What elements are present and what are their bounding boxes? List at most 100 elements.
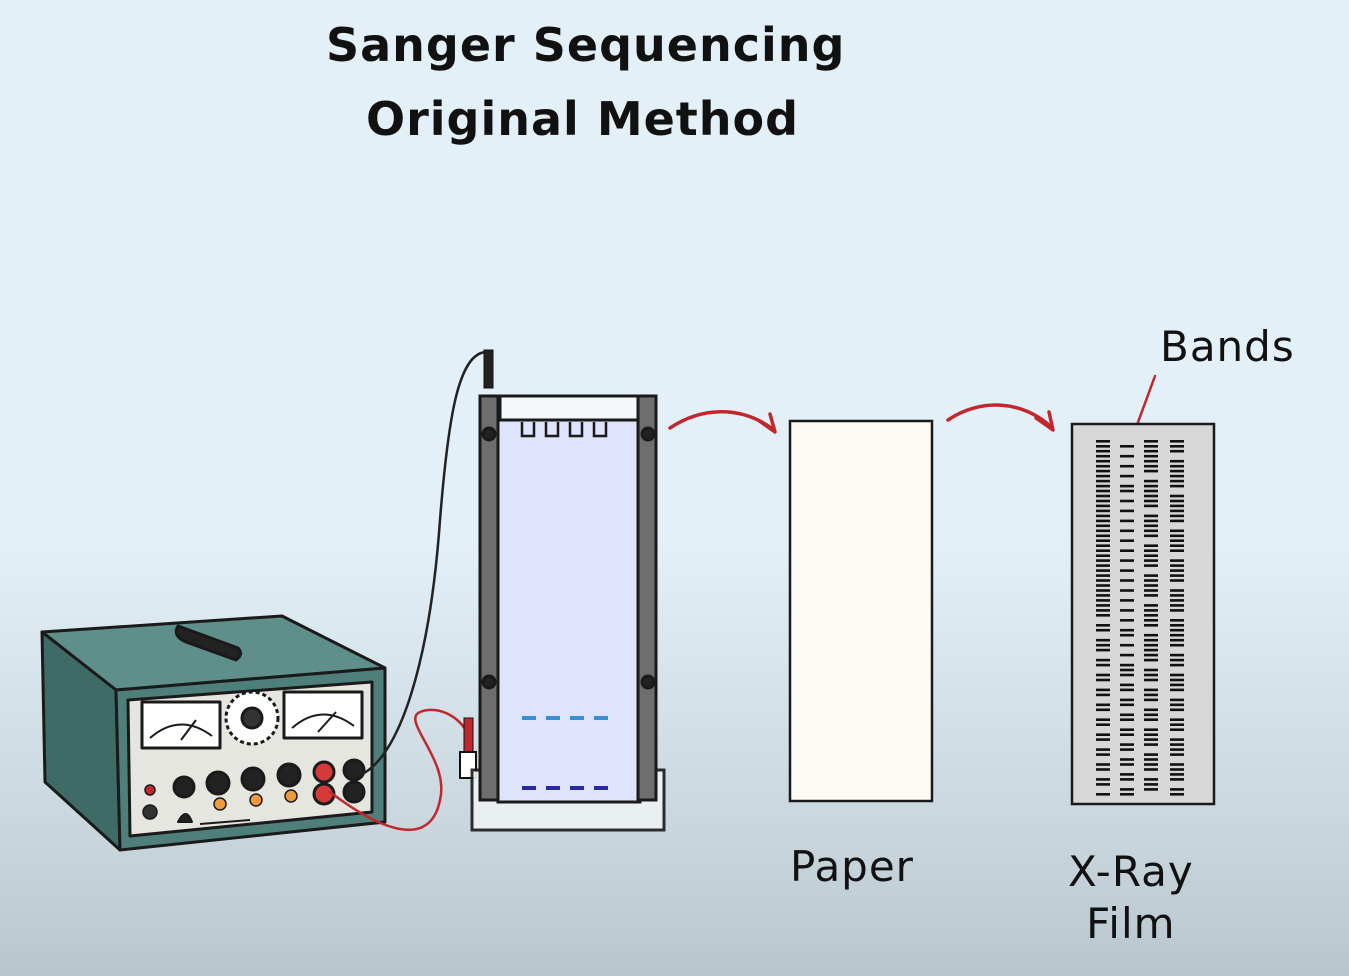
film-band [1170,599,1184,602]
film-band [1096,673,1110,677]
film-band [1170,653,1184,657]
film-band [1120,728,1134,731]
film-band [1170,663,1184,667]
film-band [1120,628,1134,632]
buffer-tank-top [498,394,640,424]
gel-frame-left [478,394,500,802]
film-band [1096,723,1110,726]
film-band [1096,534,1110,538]
film-band [1120,474,1134,478]
film-band [1120,688,1134,692]
film-band [1096,549,1110,552]
film-band [1120,464,1134,468]
film-band [1120,703,1134,707]
film-band [1120,683,1134,687]
film-band [1144,484,1158,488]
film-band [1096,624,1110,627]
film-band [1096,449,1110,453]
film-band [1096,569,1110,572]
film-band [1144,643,1158,647]
film-band [1170,643,1184,647]
film-band [1120,788,1134,791]
film-band [1144,469,1158,473]
film-band [1144,494,1158,498]
film-band [1144,459,1158,463]
film-band [1096,474,1110,478]
film-band [1096,519,1110,523]
arrowhead-2-icon [1034,410,1055,432]
film-band [1170,579,1184,582]
film-band [1170,628,1184,632]
film-band [1096,499,1110,503]
film-band [1170,569,1184,572]
film-band [1096,663,1110,667]
gel-plate [496,418,642,804]
film-band [1144,554,1158,557]
film-band [1144,698,1158,702]
film-band [1144,688,1158,692]
film-band [1120,454,1134,458]
film-band [1144,778,1158,781]
film-band [1096,783,1110,786]
film-band [1144,604,1158,607]
film-band [1120,663,1134,667]
film-band [1144,499,1158,503]
film-band [1170,633,1184,637]
film-band [1096,718,1110,721]
film-band [1144,594,1158,597]
film-band [1096,445,1110,448]
film-band [1170,539,1184,542]
film-band [1096,703,1110,707]
film-band [1096,768,1110,771]
xray-film-label: X-Ray Film [1068,846,1194,950]
film-band [1120,499,1134,503]
film-band [1144,653,1158,657]
film-band [1144,758,1158,761]
film-band [1170,743,1184,746]
film-band [1144,738,1158,741]
terminal-black-bottom-icon [342,780,366,804]
xray-film [1070,422,1216,806]
film-band [1170,609,1184,612]
film-band [1096,484,1110,488]
film-band [1096,454,1110,458]
film-band [1096,594,1110,597]
film-band [1120,793,1134,796]
film-band [1144,678,1158,682]
paper-sheet [788,419,934,803]
film-band [1170,589,1184,592]
paper-label: Paper [790,842,914,891]
film-band [1096,638,1110,642]
film-band [1144,454,1158,458]
film-band [1096,793,1110,796]
film-band [1120,559,1134,562]
film-band [1120,653,1134,657]
film-band [1144,763,1158,766]
film-band [1096,539,1110,542]
title-line-1: Sanger Sequencing [326,18,846,72]
film-band [1096,748,1110,751]
film-band [1144,768,1158,771]
film-band [1170,723,1184,726]
film-band [1096,440,1110,443]
film-band [1144,673,1158,677]
film-band [1096,604,1110,607]
film-band [1120,733,1134,736]
film-band [1096,584,1110,587]
film-band [1170,708,1184,712]
film-band [1170,574,1184,577]
film-band [1144,614,1158,617]
arrows [668,374,1157,446]
film-band [1120,668,1134,672]
knob-icon-1 [172,775,196,799]
film-band [1170,529,1184,533]
film-band [1096,628,1110,632]
film-band [1144,514,1158,518]
film-band [1144,713,1158,717]
film-band [1170,698,1184,702]
film-band [1170,459,1184,463]
film-band [1144,489,1158,493]
film-band [1144,638,1158,642]
film-band [1120,763,1134,766]
